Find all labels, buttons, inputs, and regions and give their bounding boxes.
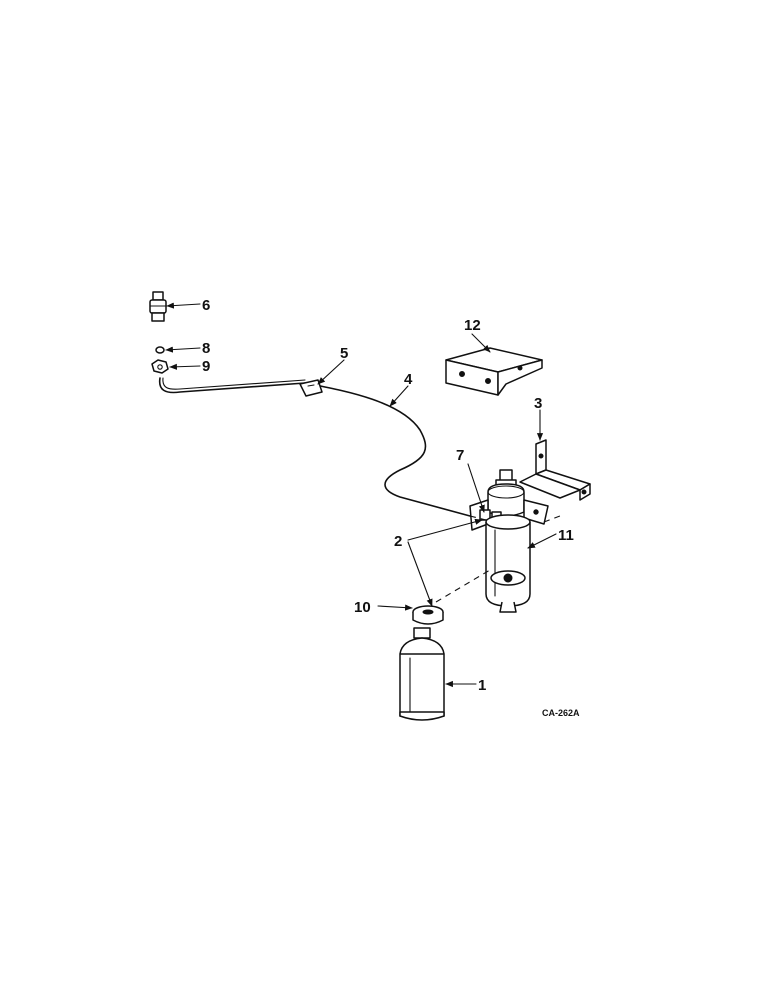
tube-part	[158, 377, 471, 517]
fitting-part	[149, 291, 167, 322]
callout-6: 6	[202, 297, 210, 314]
callout-2: 2	[394, 533, 402, 550]
filter-element-part	[399, 627, 445, 721]
bracket-part-12	[445, 347, 543, 396]
callout-8: 8	[202, 340, 210, 357]
filter-housing-part	[469, 469, 549, 613]
grommet-part	[412, 605, 444, 625]
assembly-lines	[435, 515, 561, 603]
callout-11: 11	[558, 527, 574, 544]
callout-labels: 1 2 3 4 5 6 7 8 9 10 11 12 CA-262A	[202, 297, 580, 718]
callout-10: 10	[354, 599, 371, 616]
bracket-part-3	[519, 439, 591, 501]
callout-1: 1	[478, 677, 486, 694]
leader-lines	[165, 302, 557, 688]
washer-part	[155, 346, 165, 354]
drawing-code: CA-262A	[542, 708, 580, 718]
callout-9: 9	[202, 358, 210, 375]
callout-5: 5	[340, 345, 348, 362]
callout-7: 7	[456, 447, 464, 464]
nut-part	[151, 359, 169, 374]
callout-12: 12	[464, 317, 481, 334]
clip-part	[299, 379, 323, 397]
callout-4: 4	[404, 371, 413, 388]
callout-3: 3	[534, 395, 542, 412]
